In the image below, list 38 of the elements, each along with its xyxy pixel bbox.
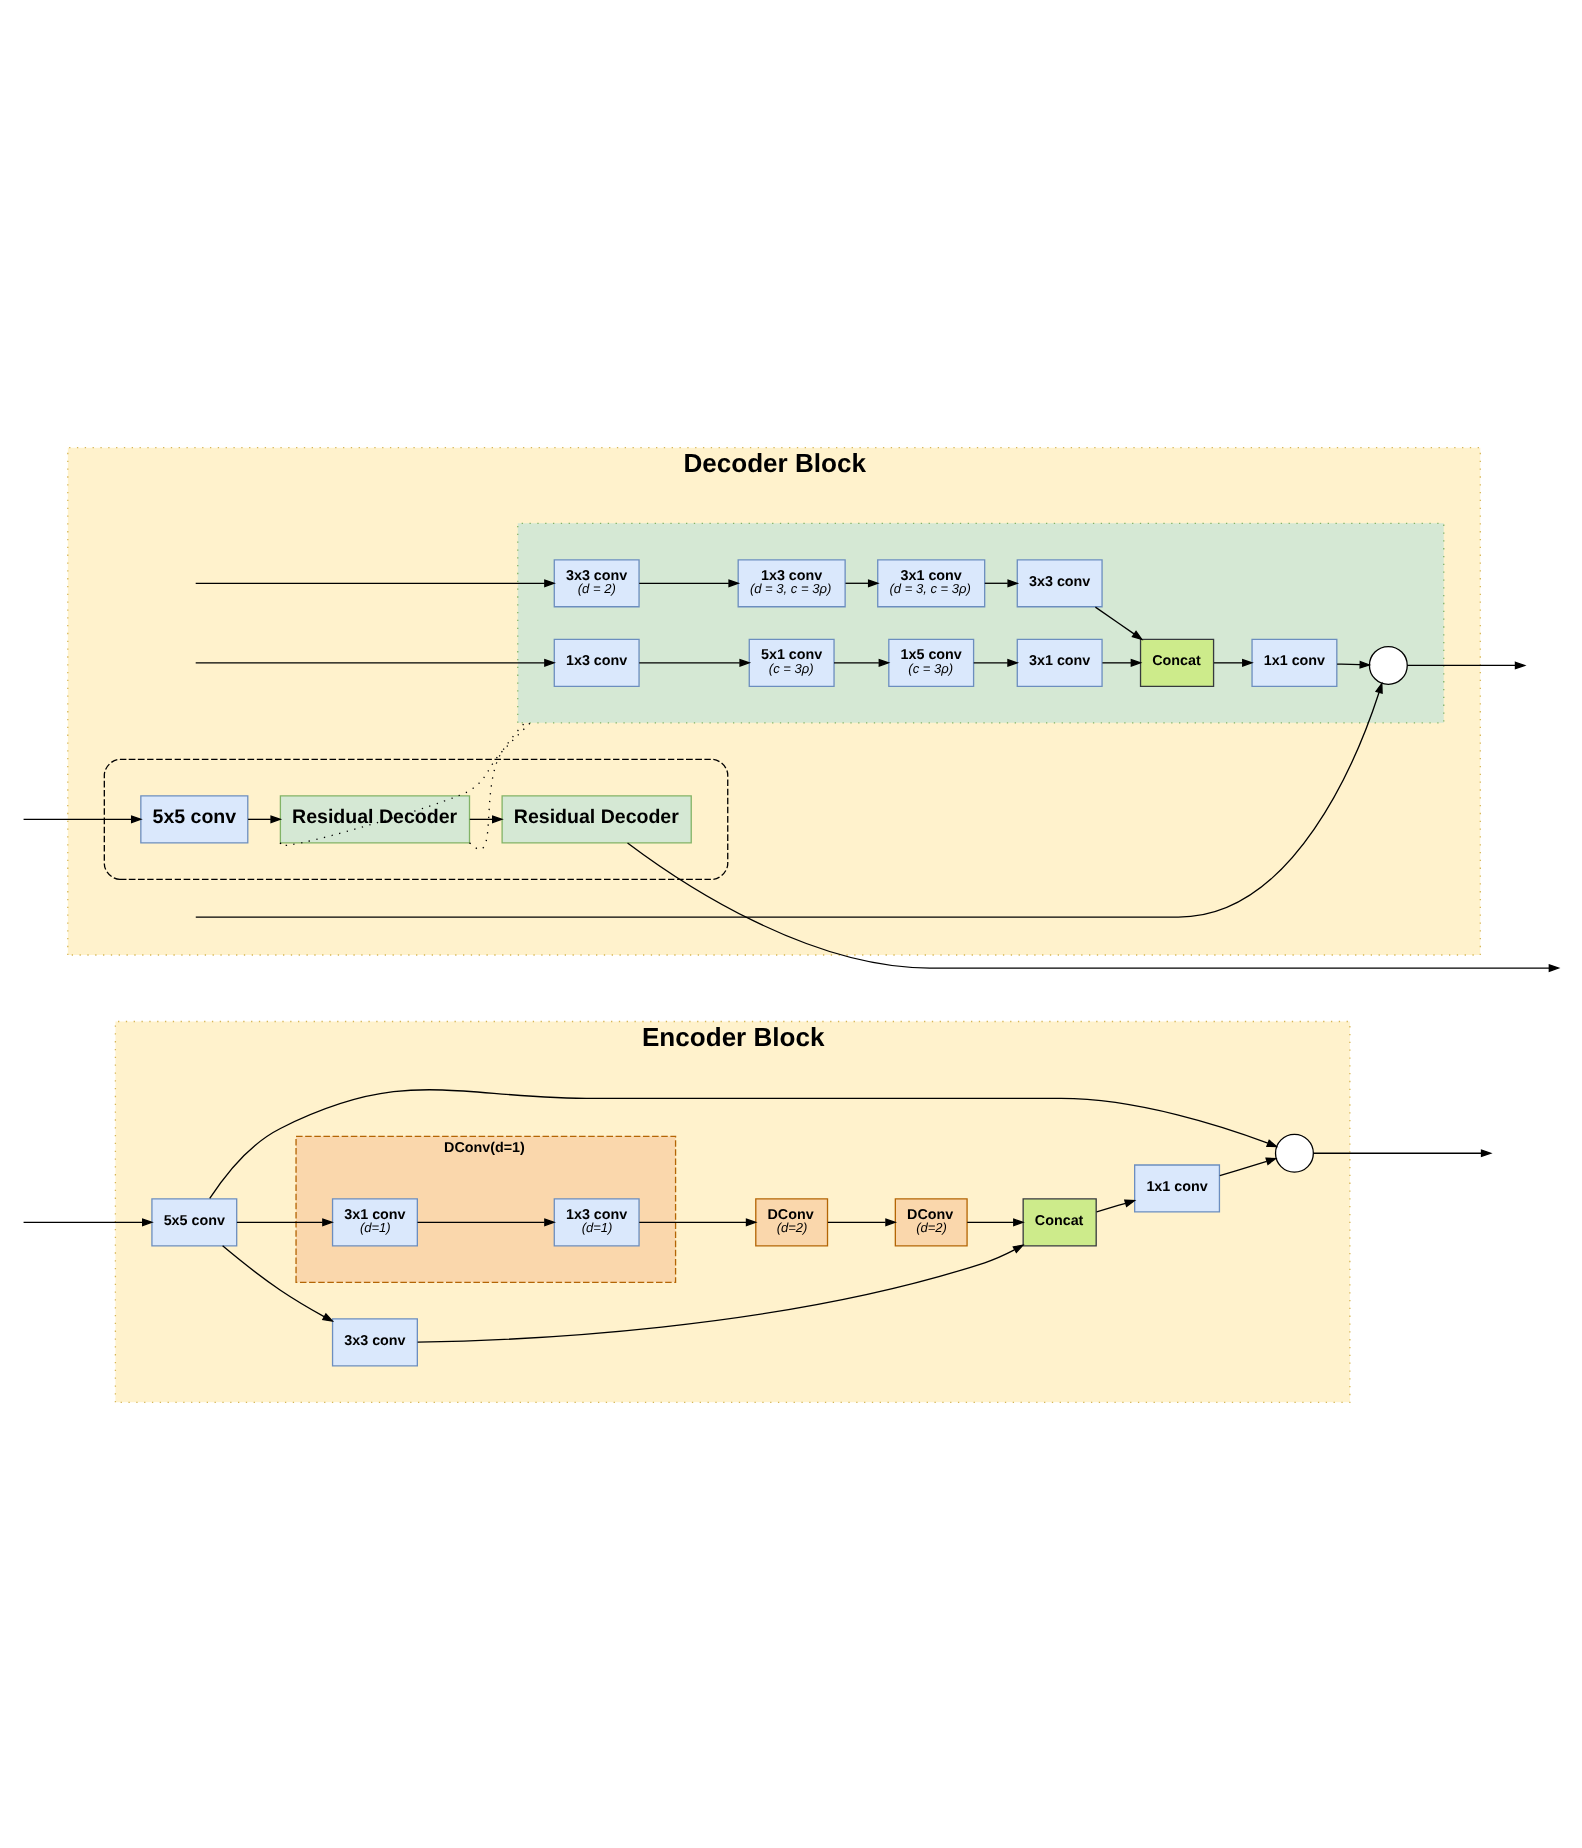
cluster	[103, 757, 729, 879]
arrow	[236, 1217, 334, 1226]
arrow	[1406, 660, 1527, 669]
arrow	[221, 1244, 335, 1322]
arrow	[984, 578, 1020, 587]
arrow	[195, 680, 1383, 917]
arrow	[195, 578, 556, 587]
arrow	[1096, 1198, 1137, 1212]
cluster	[517, 521, 1445, 723]
arrow	[416, 1217, 556, 1226]
arrow	[1312, 1148, 1493, 1157]
node-circle	[1368, 644, 1408, 684]
arrow	[638, 578, 741, 587]
arrow	[1336, 659, 1372, 668]
arrow	[1213, 657, 1254, 666]
arrow	[22, 1217, 154, 1226]
arrow	[469, 814, 504, 823]
arrow	[247, 814, 283, 823]
node-box: 5x5 conv	[140, 794, 249, 843]
arrow	[416, 1243, 1025, 1342]
arrow	[195, 657, 556, 666]
arrow	[638, 657, 752, 666]
arrow	[973, 657, 1020, 666]
arrow	[638, 1217, 758, 1226]
arrow	[1219, 1156, 1278, 1176]
arrow	[626, 841, 1561, 972]
arrow	[1101, 657, 1143, 666]
arrow	[827, 1217, 897, 1226]
node-box: Residual Decoder	[501, 794, 692, 843]
arrow	[966, 1217, 1025, 1226]
arrow	[833, 657, 891, 666]
arrow	[844, 578, 880, 587]
node-circle	[1274, 1132, 1314, 1172]
connector	[468, 721, 526, 849]
arrow	[209, 1088, 1279, 1199]
node-box: Residual Decoder	[279, 794, 471, 843]
arrow	[22, 814, 143, 823]
arrow	[1094, 605, 1144, 640]
